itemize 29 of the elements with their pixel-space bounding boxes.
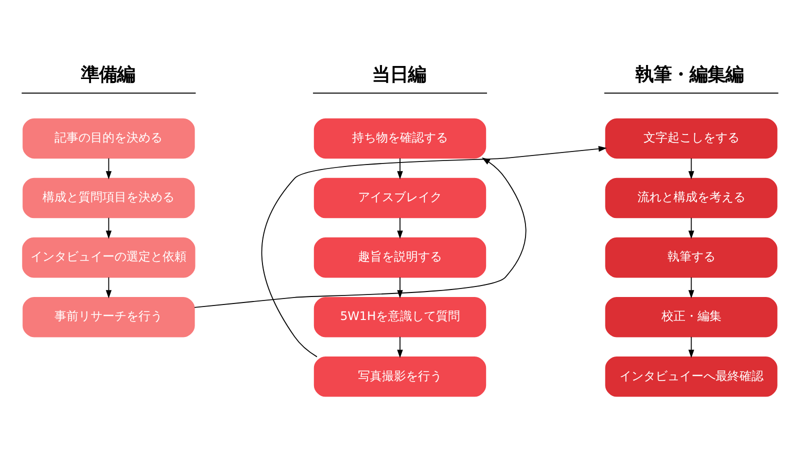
node-box: 文字起こしをする xyxy=(605,118,778,158)
arrow xyxy=(397,157,403,179)
label: 執筆・編集編 xyxy=(635,64,744,85)
arrow xyxy=(688,216,694,238)
node-box: 持ち物を確認する xyxy=(314,118,486,158)
node-box: インタビュイーの選定と依頼 xyxy=(22,236,196,278)
label: 当日編 xyxy=(372,64,426,85)
node-box: 流れと構成を考える xyxy=(605,177,778,218)
arrow xyxy=(688,336,694,358)
label: 準備編 xyxy=(80,64,135,85)
node-box: 事前リサーチを行う xyxy=(22,296,195,337)
arrow xyxy=(397,216,403,238)
node-box: 執筆する xyxy=(605,236,778,278)
arrow xyxy=(106,157,112,179)
arrow xyxy=(106,216,112,238)
node-box: アイスブレイク xyxy=(314,177,486,218)
node-box: 写真撮影を行う xyxy=(314,356,486,396)
arrow xyxy=(688,276,694,298)
arrow xyxy=(688,157,694,179)
arrow xyxy=(106,276,112,298)
arrow xyxy=(397,276,403,298)
node-box: 5W1Hを意識して質問 xyxy=(314,296,486,337)
node-box: 構成と質問項目を決める xyxy=(22,177,195,218)
node-box: 記事の目的を決める xyxy=(22,118,195,158)
node-box: 趣旨を説明する xyxy=(314,236,486,278)
node-box: 校正・編集 xyxy=(605,296,778,337)
node-box: インタビュイーへ最終確認 xyxy=(605,356,778,396)
arrow xyxy=(261,145,607,357)
arrow xyxy=(397,336,403,358)
